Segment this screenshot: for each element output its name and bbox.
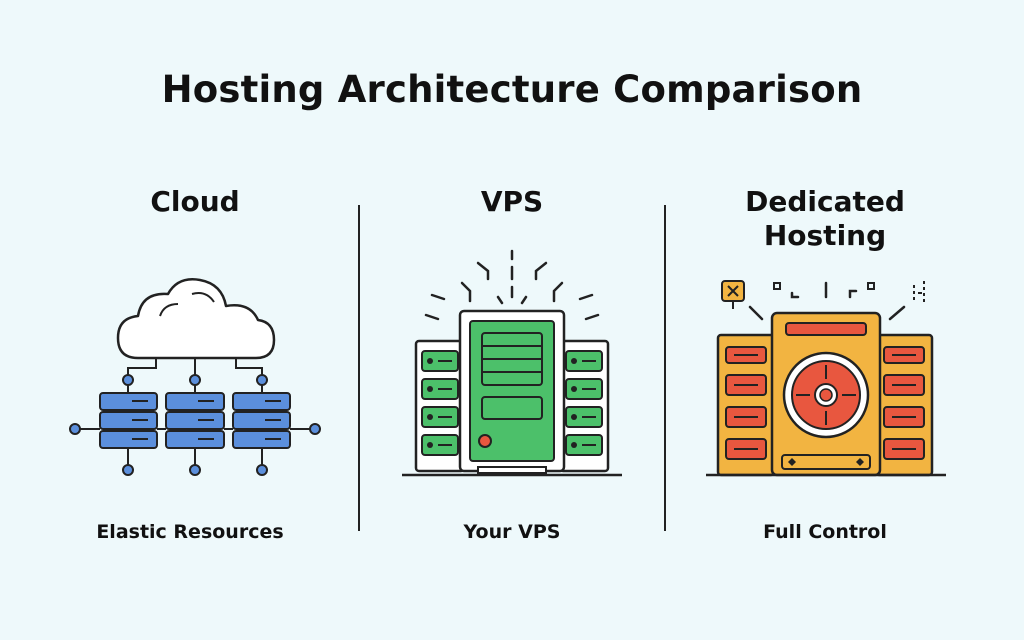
dedicated-side-rack-right bbox=[874, 333, 934, 477]
vps-caption: Your VPS bbox=[463, 521, 561, 543]
vps-server-icon bbox=[402, 249, 622, 477]
vps-side-rack-left bbox=[414, 339, 466, 473]
dedicated-column-title: Dedicated Hosting bbox=[712, 185, 938, 253]
cloud-server-cluster-icon bbox=[69, 278, 321, 476]
dedicated-server-icon bbox=[706, 280, 946, 477]
column-divider-left bbox=[358, 205, 360, 531]
dedicated-main-server bbox=[770, 311, 882, 477]
cloud-shape bbox=[116, 278, 276, 360]
signal-bars-icon bbox=[913, 281, 925, 305]
signal-marks bbox=[748, 281, 906, 321]
vps-side-rack-right bbox=[558, 339, 610, 473]
cloud-server-stack-right bbox=[232, 392, 291, 449]
cloud-caption: Elastic Resources bbox=[96, 521, 284, 543]
dedicated-caption: Full Control bbox=[763, 521, 887, 543]
dedicated-title-line-2: Hosting bbox=[763, 219, 887, 252]
cloud-column-title: Cloud bbox=[150, 185, 240, 218]
dedicated-side-rack-left bbox=[716, 333, 776, 477]
vps-column-title: VPS bbox=[480, 185, 544, 218]
cloud-server-stack-center bbox=[165, 392, 225, 449]
column-divider-right bbox=[664, 205, 666, 531]
vps-main-server bbox=[458, 309, 566, 474]
dedicated-title-line-1: Dedicated bbox=[745, 185, 905, 218]
page-title: Hosting Architecture Comparison bbox=[161, 68, 863, 111]
signal-rays bbox=[424, 249, 600, 321]
cloud-server-stack-left bbox=[99, 392, 158, 449]
status-x-icon bbox=[721, 280, 745, 309]
